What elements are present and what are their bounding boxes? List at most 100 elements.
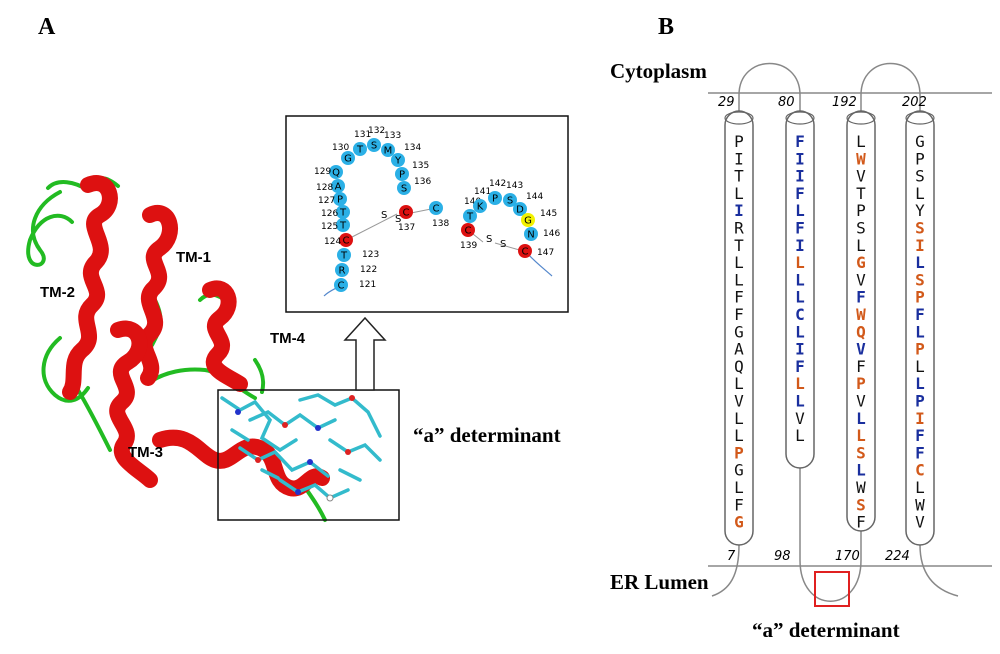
helix-residue: Q (734, 357, 744, 376)
helix-residue: L (856, 132, 866, 151)
helix-residue: I (795, 340, 805, 359)
tm-4-label: TM-4 (270, 330, 306, 347)
helix-residue: Y (915, 201, 925, 220)
inset-bead-letter: Y (394, 156, 402, 167)
inset-residue-number: 132 (368, 126, 385, 136)
inset-residue-number: 124 (324, 237, 341, 247)
helix-1-bottom-num: 7 (727, 549, 736, 564)
helix-residue: L (915, 184, 925, 203)
helix-residue: I (915, 236, 925, 255)
inset-bead (391, 153, 405, 167)
helix-2-top-num: 80 (778, 95, 795, 110)
helix-residue: L (856, 409, 866, 428)
inset-residue-number: 131 (354, 130, 371, 140)
inset-residue-number: 123 (362, 250, 379, 260)
disulfide-label-1: S (381, 210, 387, 221)
helix-residue: L (795, 392, 805, 411)
inset-bead-letter: Q (332, 168, 340, 179)
stick-atoms (235, 395, 355, 502)
helix-residue: G (734, 513, 744, 532)
inset-residue-number: 134 (404, 143, 421, 153)
inset-bead (463, 209, 477, 223)
helix-residue: P (734, 132, 744, 151)
helix-residue: I (734, 149, 744, 168)
helix-residue: L (795, 374, 805, 393)
inset-bead (381, 143, 395, 157)
helix-residue: T (856, 184, 866, 203)
inset-residue-number: 138 (432, 219, 449, 229)
inset-residue-number: 130 (332, 143, 349, 153)
helix-residue: Q (856, 322, 866, 341)
inset-bead-letter: K (477, 202, 484, 213)
helix-residue: P (915, 340, 925, 359)
helix-residue: P (734, 443, 744, 462)
inset-bead (429, 201, 443, 215)
inset-bead (461, 223, 475, 237)
a-determinant-highlight-box (814, 571, 850, 607)
inset-bead-letter: T (339, 208, 347, 219)
panel-b-a-determinant-label: “a” determinant (752, 618, 900, 642)
inset-residue-number: 136 (414, 177, 431, 187)
helix-residue: L (856, 461, 866, 480)
protein-ribbon-structure (26, 175, 330, 522)
topology-loops (711, 62, 959, 602)
disulfide-label-2: S (395, 214, 401, 225)
inset-bead (331, 179, 345, 193)
helix-residue: L (915, 478, 925, 497)
helix-residue: F (856, 357, 866, 376)
inset-bead-letter: P (337, 195, 343, 206)
helix-residue: F (856, 288, 866, 307)
helix-residue: V (856, 167, 866, 186)
inset-residue-number: 145 (540, 209, 557, 219)
inset-bead (397, 181, 411, 195)
inset-bead-letter: P (399, 170, 405, 181)
helix-residue: L (734, 270, 744, 289)
inset-residue-number: 143 (506, 181, 523, 191)
inset-bead-letter: S (401, 184, 407, 195)
helix-residue: F (734, 305, 744, 324)
helix-residue: P (915, 392, 925, 411)
helix-residue: P (856, 201, 866, 220)
inset-bead-letter: T (356, 145, 364, 156)
inset-bead (395, 167, 409, 181)
inset-residue-number: 146 (543, 229, 560, 239)
inset-bead-letter: C (343, 236, 350, 247)
helix-residue: W (856, 149, 866, 168)
inset-bead-letter: M (384, 146, 393, 157)
inset-bead-letter: P (492, 194, 498, 205)
helix-residues: PITLIRTLLFFGAQLVLLPGLFGFIIFLFILLLCLIFLLV… (734, 132, 925, 532)
helix-cylinder-top-ellipses (724, 111, 935, 125)
helix-residue: I (734, 201, 744, 220)
helix-residue: L (795, 201, 805, 220)
helix-residue: L (734, 184, 744, 203)
helix-residue: V (856, 270, 866, 289)
helix-residue: S (856, 443, 866, 462)
inset-residue-number: 127 (318, 196, 335, 206)
inset-residue-number: 141 (474, 187, 491, 197)
helix-residue: G (734, 461, 744, 480)
panel-a-a-determinant-label: “a” determinant (413, 423, 561, 447)
inset-bead (513, 202, 527, 216)
helix-residue: I (915, 409, 925, 428)
inset-bead (336, 218, 350, 232)
inset-residue-number: 142 (489, 179, 506, 189)
helix-residue: L (734, 426, 744, 445)
inset-bead-letter: G (524, 216, 532, 227)
helix-3-cylinder (846, 110, 876, 532)
helix-residue: G (915, 132, 925, 151)
helix-residue: I (795, 236, 805, 255)
cytoplasm-label: Cytoplasm (610, 59, 707, 83)
helix-residue: L (915, 253, 925, 272)
inset-bead (334, 278, 348, 292)
inset-bead (488, 191, 502, 205)
inset-bead (399, 205, 413, 219)
helix-residue: L (795, 322, 805, 341)
helix-3-top-num: 192 (832, 95, 857, 110)
inset-bead-letter: S (371, 141, 377, 152)
a-determinant-selection-box (217, 389, 400, 521)
tm-1-label: TM-1 (176, 249, 211, 266)
helix-residue: L (795, 426, 805, 445)
red-helices (62, 175, 330, 497)
